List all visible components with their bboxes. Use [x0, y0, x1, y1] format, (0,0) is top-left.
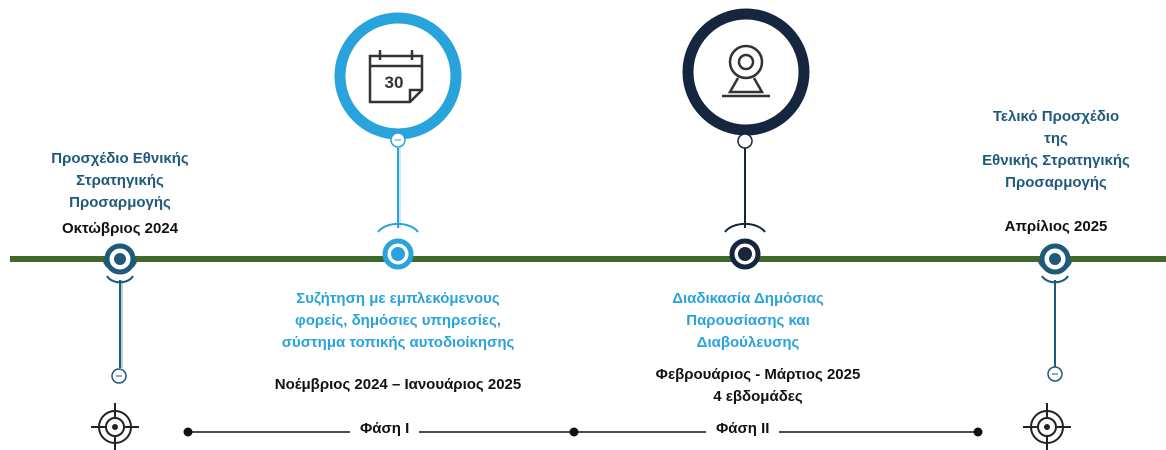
milestone-3-title-line: Διαβούλευσης [696, 334, 800, 351]
calendar-icon: 30 [368, 50, 424, 104]
phase-line [183, 427, 983, 437]
milestone-3-title-line: Διαδικασία Δημόσιας [672, 290, 824, 307]
milestone-3-duration: 4 εβδομάδες [713, 388, 803, 405]
milestone-2-date: Νοέμβριος 2024 – Ιανουάριος 2025 [274, 376, 522, 393]
milestone-3-title-line: Παρουσίασης και [686, 312, 810, 329]
milestone-4-title-line: της [1044, 130, 1068, 147]
milestone-4-date: Απρίλιος 2025 [1004, 218, 1108, 235]
milestone-1-title-line: Προσχέδιο Εθνικής [51, 150, 189, 167]
phase-1-label: Φάση Ι [350, 420, 420, 437]
timeline-bar [10, 256, 1166, 262]
milestone-node-4 [1038, 243, 1072, 382]
milestone-2-title-line: σύστημα τοπικής αυτοδιοίκησης [281, 334, 515, 351]
milestone-1-title: Προσχέδιο Εθνικής Στρατηγικής Προσαρμογή… [20, 148, 220, 214]
milestone-3-date: Φεβρουάριος - Μάρτιος 2025 [655, 366, 861, 383]
milestone-4-title-line: Τελικό Προσχέδιο [992, 108, 1120, 125]
milestone-4-title: Τελικό Προσχέδιο της Εθνικής Στρατηγικής… [946, 106, 1166, 194]
calendar-day-label: 30 [385, 73, 404, 92]
milestone-node-1 [103, 243, 137, 384]
milestone-3-title: Διαδικασία Δημόσιας Παρουσίασης και Διαβ… [618, 288, 878, 354]
webcam-icon [722, 44, 770, 98]
target-icon [91, 403, 139, 450]
milestone-4-title-line: Εθνικής Στρατηγικής [982, 152, 1130, 169]
milestone-1-title-line: Στρατηγικής [76, 172, 164, 189]
milestone-1-date: Οκτώβριος 2024 [61, 220, 179, 237]
milestone-2-title-line: Συζήτηση με εμπλεκόμενους [296, 290, 500, 307]
milestone-2-title: Συζήτηση με εμπλεκόμενους φορείς, δημόσι… [238, 288, 558, 354]
milestone-1-title-line: Προσαρμογής [69, 194, 171, 211]
milestone-2-title-line: φορείς, δημόσιες υπηρεσίες, [294, 312, 501, 329]
target-icon [1023, 403, 1071, 450]
phase-2-label: Φάση ΙΙ [706, 420, 780, 437]
milestone-4-title-line: Προσαρμογής [1005, 174, 1107, 191]
